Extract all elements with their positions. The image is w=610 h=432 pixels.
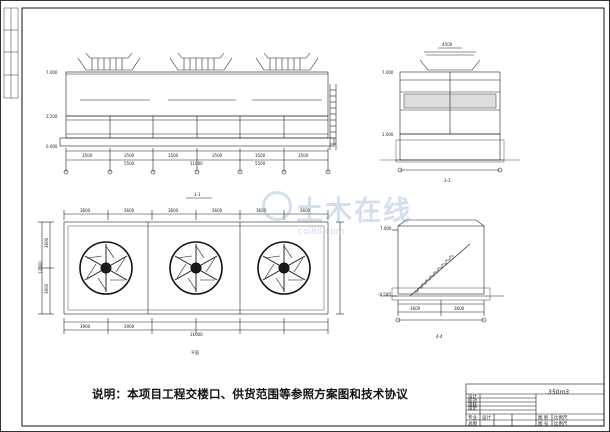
elev-side-top: 7.000 (382, 70, 394, 75)
dim-plan-total: 11000 (190, 332, 203, 337)
elev-side-mid: 1.000 (382, 132, 394, 137)
dim-plan-seg-3: 3600 (168, 208, 179, 213)
dim-front-seg-3: 3500 (168, 153, 179, 158)
basin (59, 137, 335, 147)
elev-mid: 3.200 (46, 114, 58, 119)
tb-cell-1: 图 别 (538, 416, 549, 421)
tb-label-5: 专业 (468, 416, 477, 421)
view-title-side: 3-3 (444, 178, 451, 183)
drawing-note: 说明：本项目工程交楼口、供货范围等参照方案图和技术协议 (92, 387, 408, 401)
front-dim-labels: 3500 3500 3500 3500 3500 3500 5500 11000… (46, 70, 309, 197)
fan-stack-3 (255, 52, 319, 71)
fan-stack-2 (169, 52, 233, 71)
binding-strip (3, 7, 19, 99)
dim-section-1: 3600 (410, 306, 421, 311)
dim-front-bottom-1: 5500 (124, 161, 135, 166)
dim-plan-seg-1: 3600 (80, 208, 91, 213)
dim-section-2: 3600 (454, 306, 465, 311)
view-title-section: 4-4 (436, 334, 443, 339)
dim-front-bottom-2: 5500 (255, 161, 266, 166)
fan-stack-1 (77, 52, 141, 71)
dim-plan-bottom-1: 3900 (80, 324, 91, 329)
plan-dim-labels: 3600 3600 3600 3600 3600 3600 3900 3900 … (38, 208, 311, 355)
ladder (329, 84, 337, 150)
plan-outline (63, 221, 329, 315)
fan-3 (257, 241, 311, 295)
fan-1 (79, 241, 133, 295)
tb-label-1: 设计 (468, 395, 477, 400)
front-elevation (59, 52, 337, 175)
dim-front-seg-5: 3500 (255, 153, 266, 158)
dim-front-total: 11000 (190, 161, 203, 166)
elev-top: 7.000 (46, 70, 58, 75)
dim-plan-seg-2: 3600 (124, 208, 135, 213)
dim-front-seg-4: 3500 (212, 153, 223, 158)
dim-plan-bottom-2: 3900 (124, 324, 135, 329)
view-title-front: 1-1 (194, 192, 201, 197)
tb-label-3: 审核 (468, 403, 477, 408)
tb-label-7: 总图 (468, 422, 477, 427)
section-view (380, 219, 504, 323)
dim-plan-seg-5: 3600 (256, 208, 267, 213)
dim-plan-side-2: 3600 (44, 283, 49, 294)
view-title-plan: 平面 (191, 350, 199, 355)
tower-body (65, 71, 329, 117)
elev-base: 0.000 (46, 144, 58, 149)
tb-cell-2: 图 号 (538, 422, 549, 427)
fan-2 (169, 241, 223, 295)
elev-section-base: -0.500 (378, 292, 391, 297)
dim-plan-height: 12000 (38, 261, 43, 274)
dim-front-seg-2: 3500 (124, 153, 135, 158)
tb-cell-3: 比例尺 (554, 416, 568, 421)
tb-label-2: 校对 (468, 399, 477, 404)
tb-cell-4: 比例尺 (554, 422, 568, 427)
dim-front-seg-1: 3500 (82, 153, 93, 158)
plan-view (38, 210, 344, 334)
elev-section-top: 7.000 (380, 226, 392, 231)
dim-plan-seg-4: 3600 (212, 208, 223, 213)
dim-front-seg-6: 3500 (298, 153, 309, 158)
side-elevation (380, 47, 520, 173)
side-dim-labels: 4500 7.000 1.000 3-3 (382, 42, 453, 183)
tb-label-4: 审定 (468, 407, 477, 412)
dim-side-width: 4500 (442, 42, 453, 47)
dim-plan-seg-6: 3600 (300, 208, 311, 213)
sheet-inner-border (21, 7, 605, 427)
dim-plan-side-1: 3600 (44, 237, 49, 248)
title-block-project: 350m3 (548, 389, 570, 396)
section-dim-labels: 3600 3600 7.000 -0.500 4-4 (378, 226, 465, 339)
title-block (465, 383, 605, 427)
tb-label-6: 设计 (482, 416, 491, 421)
